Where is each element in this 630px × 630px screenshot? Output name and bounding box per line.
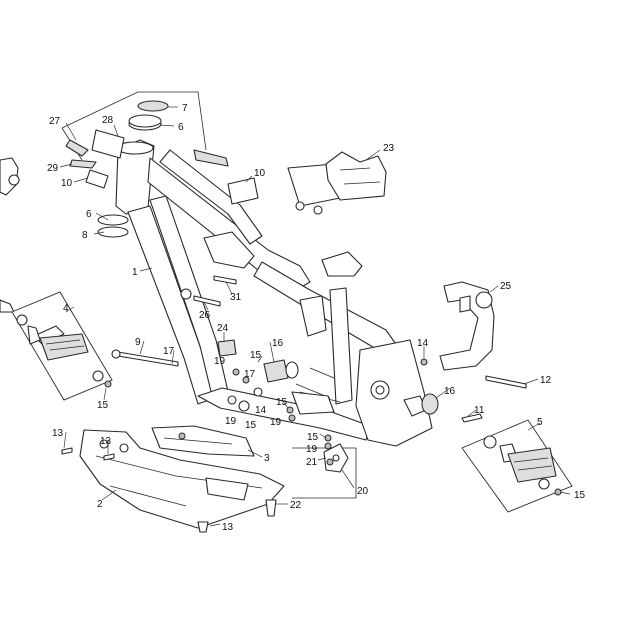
bearing-cap-7 [137, 100, 169, 112]
callout-15-center: 15 [276, 397, 288, 408]
rubber-strip-27 [65, 139, 89, 157]
callout-15-engine: 15 [307, 432, 319, 443]
ring-8 [97, 226, 129, 238]
callout-3: 3 [264, 453, 270, 464]
callout-19-c: 19 [270, 417, 282, 428]
callout-29: 29 [47, 163, 59, 174]
callout-24: 24 [217, 323, 229, 334]
right-footpeg-group-5 [461, 419, 573, 513]
callout-19-d: 19 [306, 444, 318, 455]
clamp-29 [69, 159, 97, 169]
fasteners [61, 275, 562, 533]
main-frame [115, 139, 433, 447]
callout-11: 11 [474, 405, 485, 416]
left-footpeg-group-4 [11, 291, 113, 401]
callout-21: 21 [306, 457, 318, 468]
callout-labels: 7 6 27 28 29 10 10 23 6 8 1 31 26 4 25 1… [47, 103, 586, 533]
suspension-arm-25 [439, 281, 495, 371]
skid-bracket-3 [151, 425, 255, 457]
callout-25: 25 [500, 281, 512, 292]
edge-bracket-part [0, 157, 20, 313]
sticker-plate-28 [91, 129, 125, 159]
callout-28: 28 [102, 115, 114, 126]
callout-22: 22 [290, 500, 302, 511]
callout-15-mid: 15 [250, 350, 262, 361]
callout-14-mid: 14 [255, 405, 267, 416]
callout-1: 1 [132, 267, 138, 278]
callout-10-left: 10 [61, 178, 73, 189]
airbox-bracket-23 [287, 151, 387, 215]
callout-19-a: 19 [214, 356, 226, 367]
callout-17-left: 17 [163, 346, 175, 357]
callout-6-upper: 6 [178, 122, 184, 133]
callout-12: 12 [540, 375, 552, 386]
engine-mount-20 [292, 443, 357, 499]
callout-17-mid: 17 [244, 369, 256, 380]
callout-16-right: 16 [444, 386, 456, 397]
callout-9: 9 [135, 337, 141, 348]
headstock-parts-group [61, 91, 259, 238]
callout-20: 20 [357, 486, 369, 497]
callout-13-left: 13 [52, 428, 64, 439]
callout-15-lower: 15 [245, 420, 257, 431]
callout-6-lower: 6 [86, 209, 92, 220]
callout-14-right: 14 [417, 338, 429, 349]
callout-16-left: 16 [272, 338, 284, 349]
sticker-10-right [227, 177, 259, 205]
callout-5: 5 [537, 417, 543, 428]
sticker-10-left [85, 169, 109, 189]
skid-plate-2 [79, 429, 285, 529]
callout-leaders [59, 106, 571, 527]
callout-4: 4 [63, 303, 69, 314]
callout-26: 26 [199, 310, 211, 321]
callout-7: 7 [182, 103, 188, 114]
callout-8: 8 [82, 230, 88, 241]
callout-27: 27 [49, 116, 61, 127]
callout-15-left: 15 [97, 400, 109, 411]
rubber-strip-right [193, 149, 229, 167]
callout-31: 31 [230, 292, 242, 303]
callout-13-mid: 13 [100, 436, 112, 447]
callout-10-right: 10 [254, 168, 266, 179]
bearing-6-lower [97, 214, 129, 226]
callout-15-right: 15 [574, 490, 586, 501]
callout-23: 23 [383, 143, 395, 154]
callout-2: 2 [97, 499, 103, 510]
callout-19-b: 19 [225, 416, 237, 427]
callout-13-bottom: 13 [222, 522, 234, 533]
